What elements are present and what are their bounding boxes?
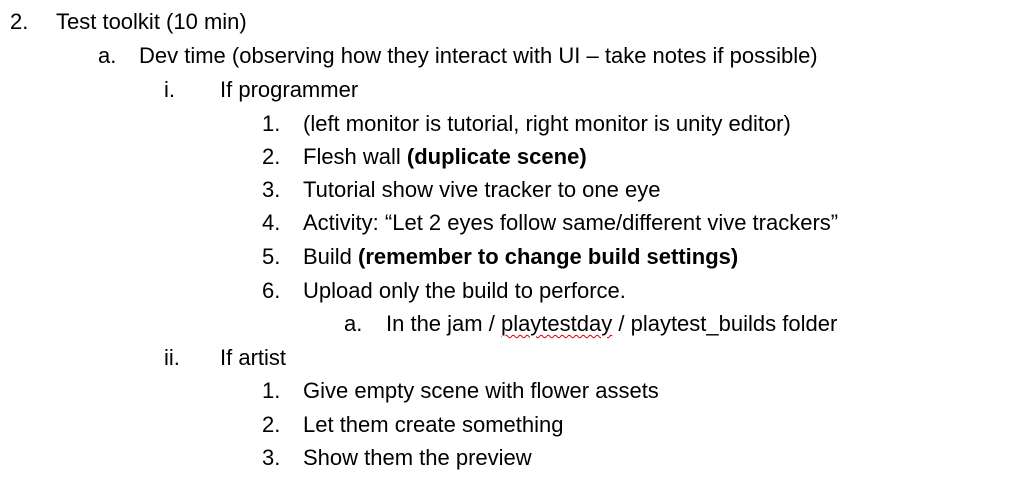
step-text: Upload only the build to perforce. xyxy=(303,278,626,303)
list-marker: a. xyxy=(344,311,363,336)
list-marker: 6. xyxy=(262,278,281,303)
step-text: Give empty scene with flower assets xyxy=(303,378,659,403)
step-text: Build xyxy=(303,244,359,269)
folder-text-before: In the jam / xyxy=(386,311,501,336)
list-item-text: Dev time (observing how they interact wi… xyxy=(139,43,818,68)
list-marker: 2. xyxy=(262,412,281,437)
step-text: Let them create something xyxy=(303,412,564,437)
step-text-wrap: Flesh wall (duplicate scene) xyxy=(303,140,587,173)
step-text-wrap: Build (remember to change build settings… xyxy=(303,240,738,273)
step-text: Activity: “Let 2 eyes follow same/differ… xyxy=(303,210,839,235)
list-marker: 4. xyxy=(262,210,281,235)
misspelled-word: playtestday xyxy=(500,311,613,336)
step-text: (left monitor is tutorial, right monitor… xyxy=(303,111,791,136)
step-text-wrap: Tutorial show vive tracker to one eye xyxy=(303,173,660,206)
folder-text-after: / playtest_builds folder xyxy=(612,311,838,336)
list-marker: 5. xyxy=(262,244,281,269)
step-text: Show them the preview xyxy=(303,445,532,470)
list-marker: ii. xyxy=(164,345,180,370)
step-bold-text: (remember to change build settings) xyxy=(358,244,739,269)
step-text-wrap: (left monitor is tutorial, right monitor… xyxy=(303,107,791,140)
list-marker: 1. xyxy=(262,111,281,136)
step-bold-text: (duplicate scene) xyxy=(406,144,587,169)
list-marker: 3. xyxy=(262,445,281,470)
step-text-wrap: In the jam / playtestday / playtest_buil… xyxy=(386,307,837,340)
list-item-text: If programmer xyxy=(220,77,359,102)
list-marker: 2. xyxy=(262,144,281,169)
step-text: Flesh wall xyxy=(303,144,407,169)
list-marker: 3. xyxy=(262,177,281,202)
step-text-wrap: Activity: “Let 2 eyes follow same/differ… xyxy=(303,206,838,239)
list-marker: i. xyxy=(164,77,175,102)
step-text: Tutorial show vive tracker to one eye xyxy=(303,177,661,202)
list-marker: 1. xyxy=(262,378,281,403)
list-marker: a. xyxy=(98,43,117,68)
list-item-text: If artist xyxy=(220,345,287,370)
list-item-text: Test toolkit (10 min) xyxy=(56,9,247,34)
list-marker: 2. xyxy=(10,9,29,34)
step-text-wrap: Upload only the build to perforce. xyxy=(303,274,626,307)
